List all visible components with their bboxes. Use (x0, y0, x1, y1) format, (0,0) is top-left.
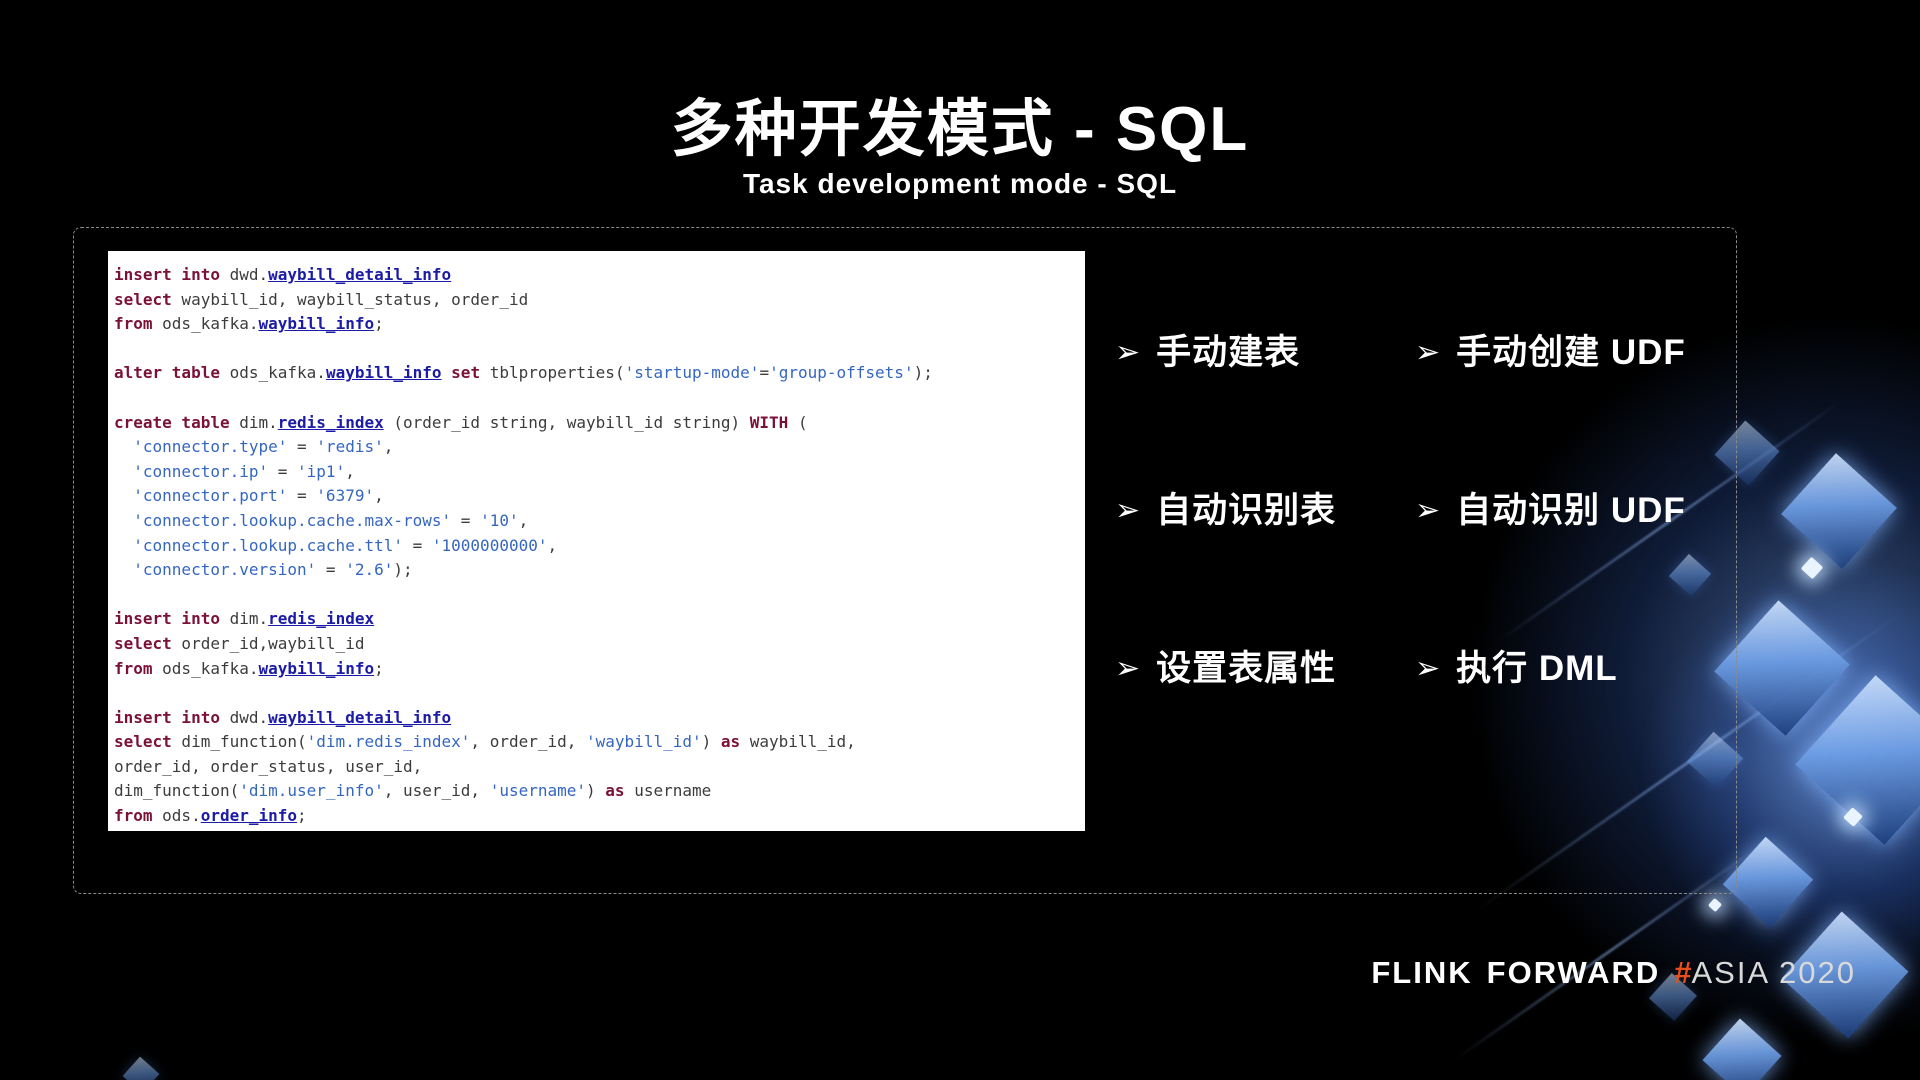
bullet-item: ➢ 设置表属性 (1115, 648, 1415, 690)
code-line: 'connector.version' = '2.6'); (133, 560, 413, 580)
code-line: 'connector.lookup.cache.max-rows' = '10'… (133, 510, 529, 530)
footer-hash-accent: # (1674, 955, 1692, 990)
bullet-item: ➢ 手动建表 (1115, 332, 1415, 374)
code-line: 'connector.ip' = 'ip1', (133, 461, 355, 481)
bullet-item: ➢ 手动创建 UDF (1415, 332, 1686, 374)
bullet-label: 自动识别表 (1156, 491, 1337, 530)
code-line: 'connector.port' = '6379', (133, 486, 384, 506)
code-line: from ods.order_info; (114, 806, 307, 826)
code-line: insert into dwd.waybill_detail_info (114, 707, 452, 727)
bullet-label: 自动识别 UDF (1456, 491, 1686, 530)
code-line: dim_function('dim.user_info', user_id, '… (114, 781, 712, 801)
arrow-bullet-icon: ➢ (1115, 336, 1141, 369)
code-line: from ods_kafka.waybill_info; (114, 314, 384, 334)
page-title: 多种开发模式 - SQL (670, 95, 1250, 164)
cube-decoration (122, 1056, 160, 1080)
footer-event-name: ASIA 2020 (1691, 955, 1856, 990)
bullet-label: 执行 DML (1456, 649, 1618, 688)
bullet-item: ➢ 自动识别表 (1115, 490, 1415, 532)
code-line (114, 386, 1075, 411)
arrow-bullet-icon: ➢ (1115, 494, 1141, 527)
cube-decoration (1702, 1018, 1782, 1080)
bullet-item: ➢ 执行 DML (1415, 648, 1686, 690)
spark-decoration (1707, 897, 1723, 913)
bullet-label: 手动创建 UDF (1456, 333, 1686, 372)
bullet-grid: ➢ 手动建表 ➢ 手动创建 UDF ➢ 自动识别表 ➢ 自动识别 UDF ➢ 设置表属性 ➢ 执行 D… (1115, 332, 1686, 690)
code-line (114, 583, 1075, 608)
code-line: select dim_function('dim.redis_index', o… (114, 732, 856, 752)
cube-decoration (1795, 675, 1920, 845)
bullet-item: ➢ 自动识别 UDF (1415, 490, 1686, 532)
footer-brand-forward: FORWARD (1486, 955, 1661, 990)
spark-decoration (1843, 807, 1863, 827)
arrow-bullet-icon: ➢ (1415, 336, 1441, 369)
content-panel (73, 227, 1737, 894)
code-line: from ods_kafka.waybill_info; (114, 658, 384, 678)
code-line (114, 337, 1075, 362)
arrow-bullet-icon: ➢ (1415, 494, 1441, 527)
bullet-label: 设置表属性 (1156, 649, 1337, 688)
arrow-bullet-icon: ➢ (1415, 652, 1441, 685)
footer-brand-flink: FLINK (1371, 955, 1473, 990)
arrow-bullet-icon: ➢ (1115, 652, 1141, 685)
footer-logo: FLINK FORWARD #ASIA 2020 (1371, 955, 1856, 991)
code-line: insert into dwd.waybill_detail_info (114, 265, 452, 284)
code-line: 'connector.lookup.cache.ttl' = '10000000… (133, 535, 558, 555)
code-line: alter table ods_kafka.waybill_info set t… (114, 363, 933, 383)
page-subtitle: Task development mode - SQL (742, 168, 1178, 199)
spark-decoration (1800, 556, 1824, 580)
code-line: insert into dim.redis_index (114, 609, 375, 629)
code-line: select order_id,waybill_id (114, 633, 365, 653)
code-line: create table dim.redis_index (order_id s… (114, 412, 808, 432)
bullet-label: 手动建表 (1156, 333, 1301, 372)
code-line: select waybill_id, waybill_status, order… (114, 289, 529, 309)
code-line (114, 681, 1075, 706)
code-line: 'connector.type' = 'redis', (133, 437, 394, 457)
code-line: order_id, order_status, user_id, (114, 756, 423, 776)
cube-decoration (1781, 453, 1897, 569)
